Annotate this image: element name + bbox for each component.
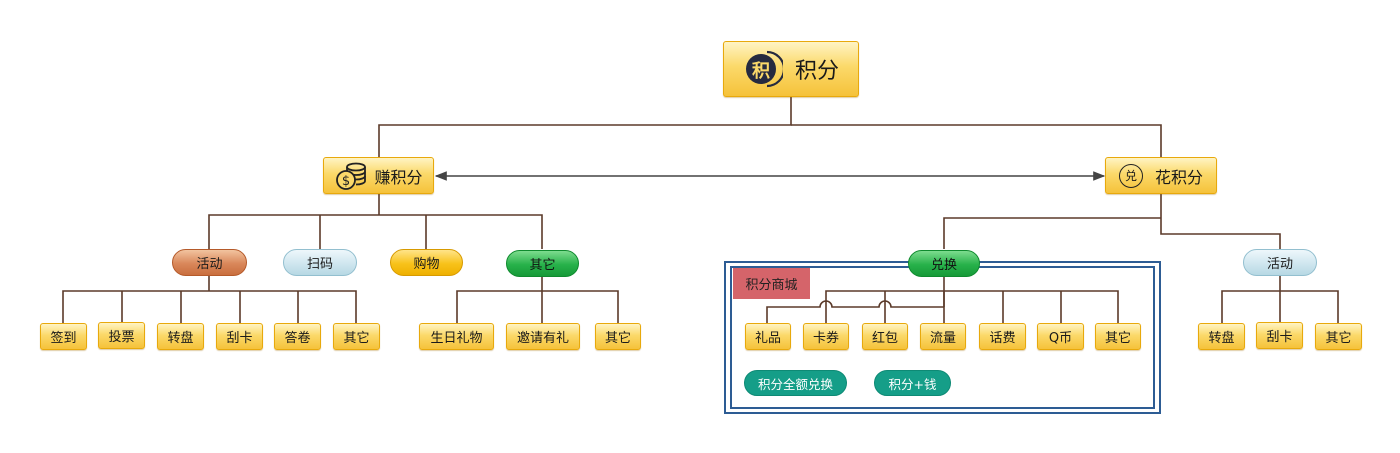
leaf-invite-reward[interactable]: 邀请有礼 bbox=[506, 323, 580, 350]
line-spend-cats bbox=[943, 194, 1281, 249]
leaf-spend-scratch[interactable]: 刮卡 bbox=[1256, 322, 1303, 349]
leaf-q-coin[interactable]: Q币 bbox=[1037, 323, 1084, 350]
leaf-survey[interactable]: 答卷 bbox=[274, 323, 321, 350]
earn-category-shopping[interactable]: 购物 bbox=[390, 249, 463, 276]
earn-category-activity[interactable]: 活动 bbox=[172, 249, 247, 276]
coins-dollar-icon: $ bbox=[334, 161, 368, 191]
line-earn-cats bbox=[208, 194, 543, 249]
leaf-scratch[interactable]: 刮卡 bbox=[216, 323, 263, 350]
ji-badge-icon: 积 bbox=[743, 49, 786, 89]
line-exchange-jump bbox=[766, 300, 944, 323]
line-other-leaves bbox=[456, 277, 619, 323]
svg-text:$: $ bbox=[342, 174, 350, 189]
leaf-signin[interactable]: 签到 bbox=[40, 323, 87, 350]
leaf-red-packet[interactable]: 红包 bbox=[862, 323, 908, 350]
line-spend-activity-leaves bbox=[1221, 275, 1339, 323]
earn-points-node[interactable]: $ 赚积分 bbox=[323, 157, 434, 194]
mode-points-plus-cash-button[interactable]: 积分+钱 bbox=[874, 370, 951, 396]
spend-points-node[interactable]: 兑 花积分 bbox=[1105, 157, 1217, 194]
earn-points-label: 赚积分 bbox=[374, 167, 423, 187]
leaf-gift[interactable]: 礼品 bbox=[745, 323, 791, 350]
leaf-wheel[interactable]: 转盘 bbox=[157, 323, 204, 350]
leaf-data-traffic[interactable]: 流量 bbox=[920, 323, 966, 350]
mode-full-points-button[interactable]: 积分全额兑换 bbox=[744, 370, 847, 396]
leaf-earn-other[interactable]: 其它 bbox=[595, 323, 641, 350]
earn-category-other[interactable]: 其它 bbox=[506, 250, 579, 277]
leaf-phone-credit[interactable]: 话费 bbox=[979, 323, 1026, 350]
line-exchange-top bbox=[825, 290, 1119, 323]
leaf-activity-other[interactable]: 其它 bbox=[333, 323, 380, 350]
root-node[interactable]: 积 积分 bbox=[723, 41, 859, 97]
spend-points-label: 花积分 bbox=[1154, 167, 1203, 187]
leaf-birthday-gift[interactable]: 生日礼物 bbox=[419, 323, 494, 350]
exchange-circle-icon: 兑 bbox=[1118, 163, 1143, 188]
points-mall-label: 积分商城 bbox=[733, 268, 810, 299]
line-root-spend bbox=[791, 124, 1162, 157]
leaf-exchange-other[interactable]: 其它 bbox=[1095, 323, 1141, 350]
leaf-spend-wheel[interactable]: 转盘 bbox=[1198, 323, 1245, 350]
spend-category-exchange[interactable]: 兑换 bbox=[908, 250, 980, 277]
line-activity-leaves bbox=[62, 275, 357, 323]
leaf-spend-other[interactable]: 其它 bbox=[1315, 323, 1362, 350]
line-root-earn bbox=[378, 96, 792, 157]
root-label: 积分 bbox=[794, 59, 839, 84]
spend-category-activity[interactable]: 活动 bbox=[1243, 249, 1317, 276]
earn-category-scan[interactable]: 扫码 bbox=[283, 249, 357, 276]
leaf-coupon[interactable]: 卡券 bbox=[803, 323, 849, 350]
leaf-vote[interactable]: 投票 bbox=[98, 322, 145, 349]
